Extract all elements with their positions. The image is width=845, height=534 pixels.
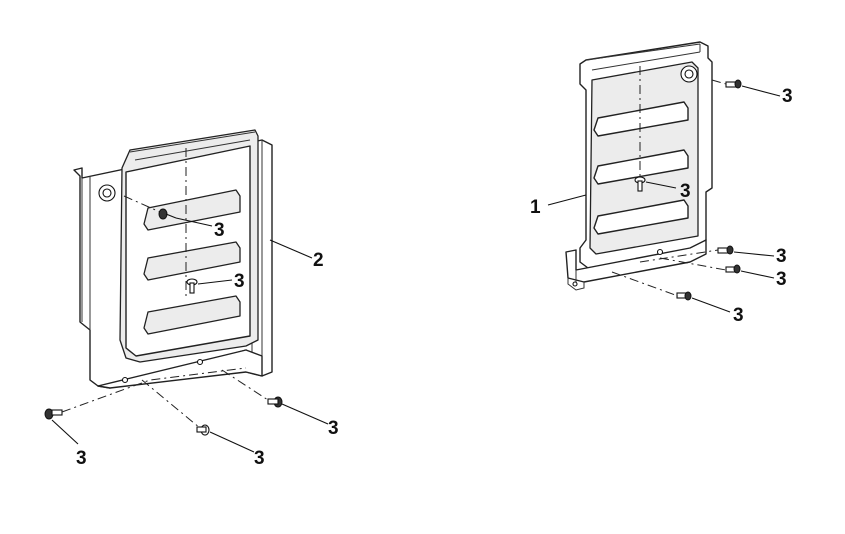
left-screw-bottom-left [44, 408, 63, 420]
left-screws [44, 208, 283, 436]
left-back-plate-edge [81, 140, 263, 372]
leader-right-screw-bottom-b [740, 270, 775, 279]
right-mount-hole-inner [684, 69, 694, 79]
left-bottom-screw-axis [61, 367, 247, 413]
left-mount-hole-inner [102, 188, 112, 198]
left-screw-middle [186, 278, 198, 294]
leader-left-screw-bottom-center [209, 431, 255, 453]
right-top-screw-axis [711, 79, 727, 85]
right-bottom-screw-axis-c [611, 271, 679, 297]
callout-right-screw-bottom-c: 3 [733, 305, 744, 326]
callout-right-screw-top: 3 [782, 86, 793, 107]
left-cover-top-lip [129, 131, 256, 161]
left-louver-1 [143, 189, 241, 231]
leader-right-screw-top [741, 85, 781, 97]
callout-right-screw-bottom-a: 3 [776, 246, 787, 267]
left-flange-hole-1 [121, 376, 129, 384]
right-screw-bottom-a [717, 245, 734, 255]
right-screw-top [725, 79, 742, 89]
left-screw-bottom-right [267, 396, 283, 408]
left-right-screw-axis [221, 369, 269, 401]
left-screw-bottom-center [196, 424, 210, 436]
right-louver-3 [593, 199, 689, 235]
left-panel-assembly [73, 129, 273, 389]
left-screw-upper [158, 208, 177, 220]
right-flange-hole [656, 248, 664, 256]
callout-right-screw-bottom-b: 3 [776, 269, 787, 290]
right-bracket-hole [572, 281, 578, 287]
right-screw-middle [634, 176, 646, 192]
left-louver-2 [143, 241, 241, 281]
callout-part-2: 2 [313, 250, 324, 271]
leader-right-screw-bottom-a [733, 251, 775, 257]
right-louver-2 [593, 149, 689, 185]
leader-left-screw-middle [197, 279, 233, 285]
right-callouts: 1 3 3 3 3 3 [530, 85, 793, 326]
leader-right-screw-middle [645, 181, 677, 189]
left-bottom-flange [97, 349, 263, 389]
right-screw-bottom-b [725, 264, 741, 274]
right-bottom-screw-axis-b [659, 257, 727, 271]
left-center-screw-axis [141, 379, 201, 429]
callout-left-screw-middle: 3 [234, 271, 245, 292]
callout-left-screw-bottom-center: 3 [254, 448, 265, 469]
callout-left-screw-bottom-left: 3 [76, 448, 87, 469]
right-screws [611, 79, 742, 301]
callout-left-screw-bottom-right: 3 [328, 418, 339, 439]
left-upper-screw-axis [123, 195, 161, 213]
callout-part-1: 1 [530, 197, 541, 218]
right-louver-1 [593, 101, 689, 137]
leader-right-screw-bottom-c [691, 297, 731, 313]
leader-left-screw-bottom-right [281, 403, 329, 425]
callout-left-screw-upper: 3 [214, 220, 225, 241]
right-bottom-screw-axis-a [639, 249, 719, 263]
right-screw-bottom-c [676, 291, 692, 301]
leader-left-screw-upper [175, 217, 213, 227]
left-callouts: 2 3 3 3 3 3 [51, 217, 339, 469]
left-flange-hole-2 [196, 358, 204, 366]
leader-part-2 [269, 239, 313, 259]
left-louver-3 [143, 295, 241, 335]
right-panel-assembly [565, 41, 713, 291]
right-plate-top-lip [585, 43, 701, 71]
leader-left-screw-bottom-left [51, 419, 79, 445]
leader-part-1 [547, 194, 587, 206]
callout-right-screw-middle: 3 [680, 181, 691, 202]
